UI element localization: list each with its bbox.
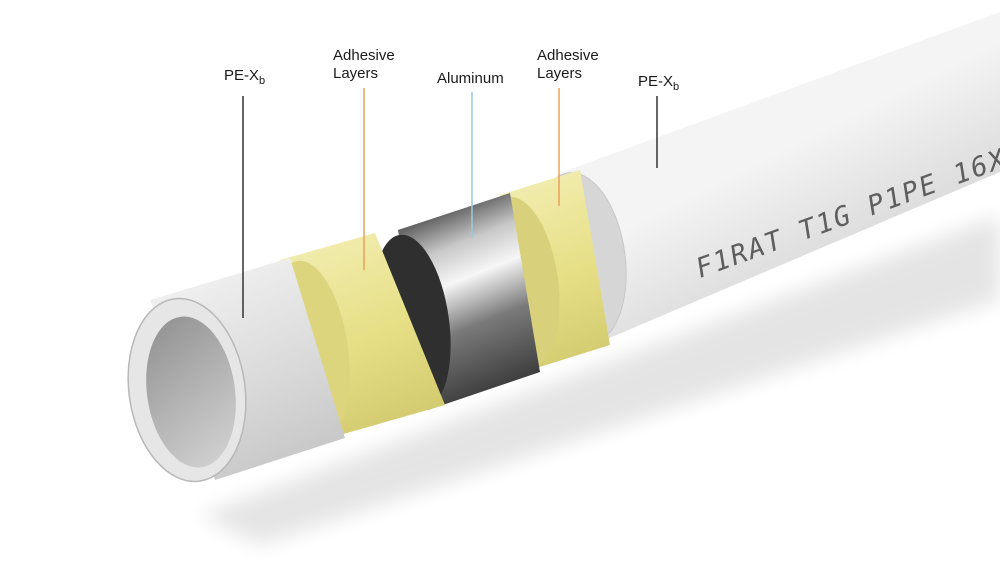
outer-pex-layer xyxy=(560,12,1000,342)
label-pex-left: PE-Xb xyxy=(224,67,266,87)
pipe-bore xyxy=(146,316,236,468)
pipe-shadow xyxy=(200,215,1000,545)
label-adhesive-left: Adhesive Layers xyxy=(333,47,395,82)
label-pex-right: PE-Xb xyxy=(638,73,680,93)
label-adhesive-right: Adhesive Layers xyxy=(537,47,599,82)
label-aluminum: Aluminum xyxy=(437,70,504,87)
